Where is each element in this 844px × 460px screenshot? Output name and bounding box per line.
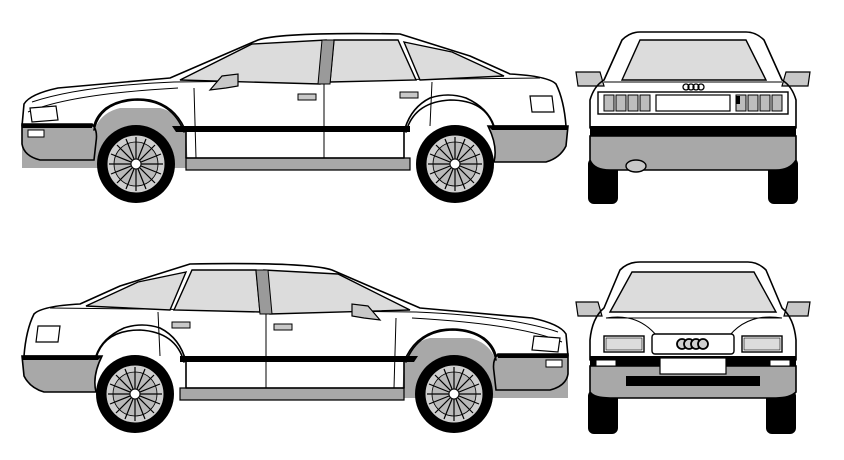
- rear-bumper: [589, 135, 797, 171]
- rear-window: [620, 39, 768, 81]
- front-left-tire: [588, 390, 618, 434]
- front-view: [575, 261, 811, 434]
- front-left-mirror: [575, 301, 603, 317]
- front-rings-badge: [676, 338, 709, 350]
- rear-view: [575, 31, 811, 204]
- front-license-plate: [659, 357, 727, 375]
- exhaust-pipe: [625, 159, 647, 173]
- rear-left-mirror: [575, 71, 605, 87]
- rear-rings-badge: [682, 83, 705, 91]
- rear-license-plate: [655, 94, 731, 112]
- front-air-intake: [626, 376, 760, 386]
- windshield: [608, 271, 778, 313]
- front-right-tire: [766, 390, 796, 434]
